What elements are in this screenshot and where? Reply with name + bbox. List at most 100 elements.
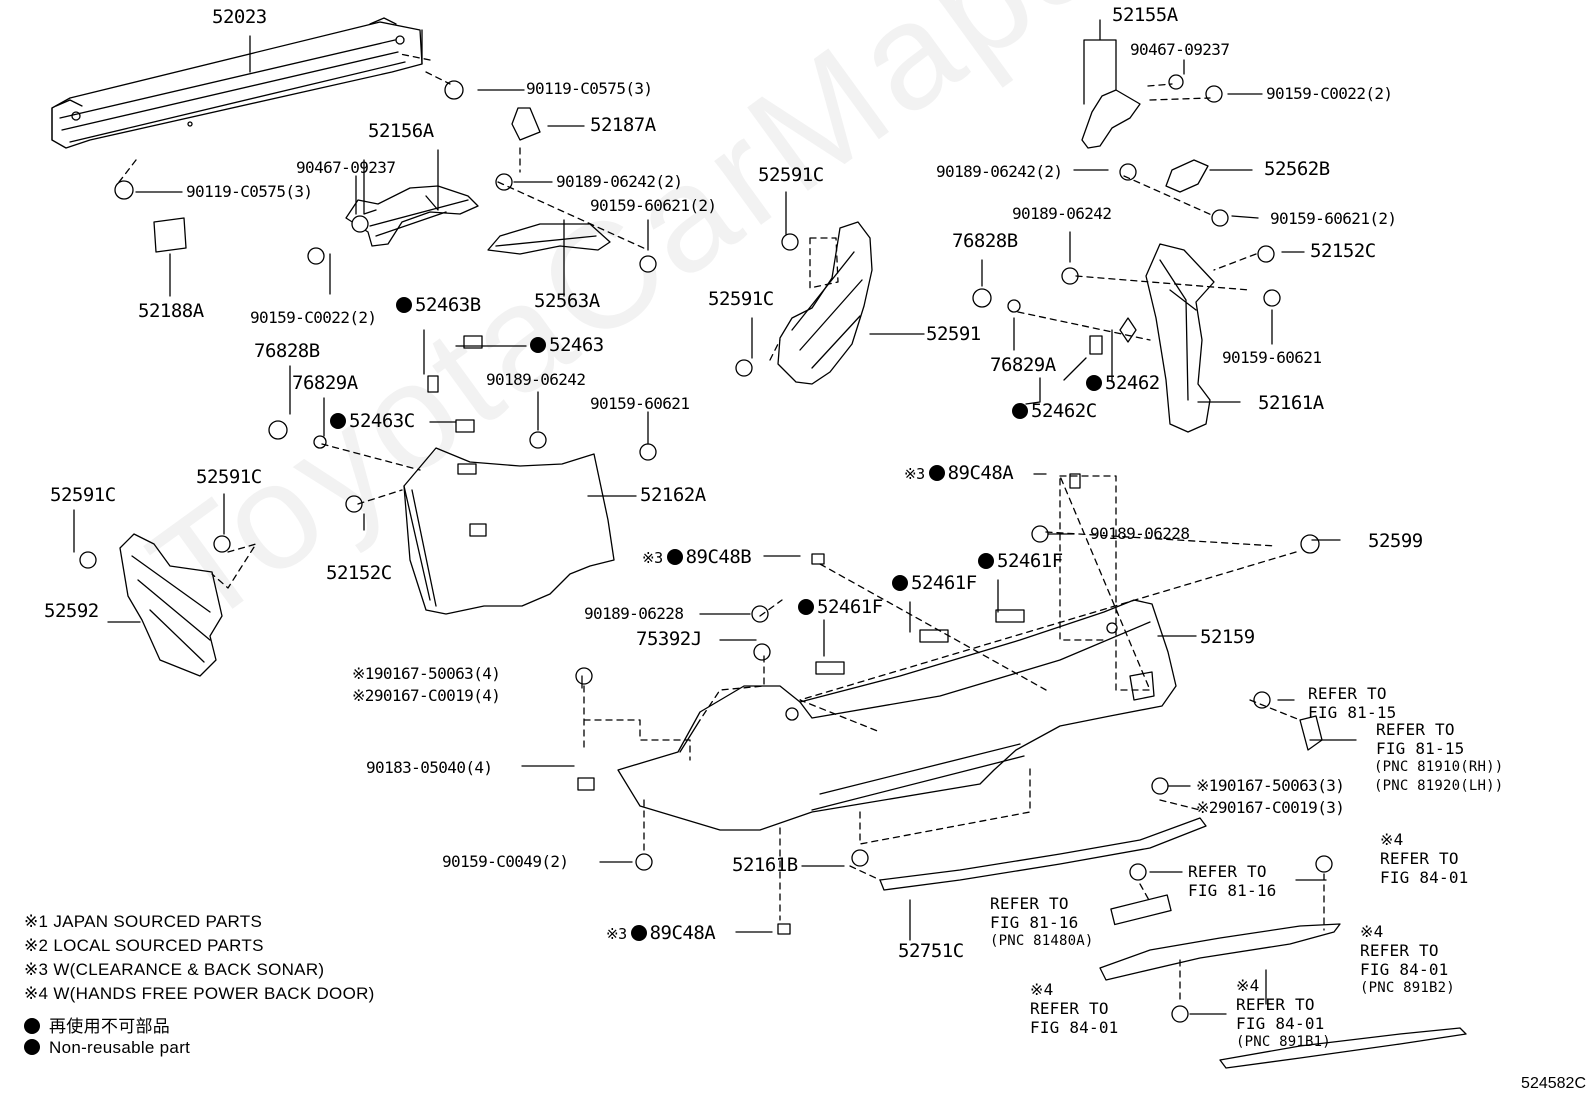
non-reusable-dot bbox=[630, 925, 647, 941]
legend-text: 再使用不可部品 bbox=[49, 1017, 171, 1036]
part-label-52152c-left: 52152C bbox=[326, 562, 392, 584]
part-label-90159-c0022-right: 90159-C0022(2) bbox=[1266, 84, 1393, 103]
note-mark: ※3 bbox=[642, 549, 663, 567]
part-label-90119-c0575-top: 90119-C0575(3) bbox=[526, 79, 653, 98]
ref-line: (PNC 81920(LH)) bbox=[1374, 778, 1504, 794]
side-bracket-52161A bbox=[1145, 243, 1215, 433]
note-mark: ※4 bbox=[1236, 976, 1260, 995]
ref-line: FIG 81-16 bbox=[990, 913, 1079, 932]
part-label-52023: 52023 bbox=[212, 6, 267, 28]
note-mark: ※2 bbox=[1196, 798, 1218, 817]
non-reusable-dot bbox=[530, 337, 546, 353]
part-label-52751c: 52751C bbox=[898, 940, 964, 962]
ref-line: REFER TO bbox=[1236, 995, 1315, 1014]
part-label-52463b: 52463B bbox=[396, 296, 481, 315]
figure-id: 524582C bbox=[1521, 1075, 1586, 1092]
note-mark: ※1 bbox=[352, 664, 374, 683]
part-label-52156a: 52156A bbox=[368, 120, 434, 142]
side-retainer-52592 bbox=[119, 533, 223, 677]
rear-bumper-reinforcement-52023 bbox=[51, 17, 423, 149]
part-label-52591: 52591 bbox=[926, 323, 981, 345]
ref-line: FIG 81-15 bbox=[1308, 703, 1397, 722]
part-number: 90167-C0019(4) bbox=[373, 686, 501, 705]
refer-to-fig-84-01-b: ※4 REFER TO FIG 84-01 (PNC 891B2) bbox=[1360, 922, 1455, 998]
legend-non-reusable-jp: 再使用不可部品 bbox=[24, 1012, 170, 1037]
non-reusable-dot bbox=[978, 553, 994, 569]
part-label-76829a-right: 76829A bbox=[990, 354, 1056, 376]
non-reusable-dot bbox=[1086, 375, 1102, 391]
side-spacer-52162A bbox=[403, 447, 615, 615]
part-number: 52462 bbox=[1105, 372, 1160, 394]
part-label-52161b: 52161B bbox=[732, 854, 798, 876]
part-label-90189-06228-right: 90189-06228 bbox=[1090, 524, 1190, 543]
part-label-90159-60621-mid: 90159-60621 bbox=[590, 394, 690, 413]
part-number: 90167-50063(4) bbox=[373, 664, 501, 683]
part-label-52162a: 52162A bbox=[640, 484, 706, 506]
part-label-52161a: 52161A bbox=[1258, 392, 1324, 414]
part-label-90189-06228-left: 90189-06228 bbox=[584, 604, 684, 623]
refer-to-fig-81-15-b: REFER TO FIG 81-15 (PNC 81910(RH)) (PNC … bbox=[1374, 720, 1504, 796]
refer-to-fig-81-16-b: REFER TO FIG 81-16 (PNC 81480A) bbox=[990, 894, 1094, 951]
part-number: 52461F bbox=[997, 550, 1063, 572]
part-label-52592: 52592 bbox=[44, 600, 99, 622]
ref-line: (PNC 81910(RH)) bbox=[1374, 759, 1504, 775]
part-label-52461f-b: 52461F bbox=[892, 574, 977, 593]
part-label-90189-06242-mid: 90189-06242 bbox=[486, 370, 586, 389]
part-label-76828b-left: 76828B bbox=[254, 340, 320, 362]
part-label-52462: 52462 bbox=[1086, 374, 1160, 393]
part-label-90159-60621-2-left: 90159-60621(2) bbox=[590, 196, 717, 215]
part-number: 52461F bbox=[817, 596, 883, 618]
ref-line: (PNC 891B2) bbox=[1360, 980, 1455, 996]
part-label-52591c-a: 52591C bbox=[50, 484, 116, 506]
part-label-52599: 52599 bbox=[1368, 530, 1423, 552]
ref-line: FIG 81-15 bbox=[1376, 739, 1465, 758]
part-label-52591c-b: 52591C bbox=[196, 466, 262, 488]
side-retainer-52591 bbox=[777, 221, 873, 385]
refer-to-fig-84-01-a: ※4 REFER TO FIG 84-01 bbox=[1380, 830, 1469, 887]
part-label-75392j: 75392J bbox=[636, 628, 702, 650]
part-label-90159-60621-2-right: 90159-60621(2) bbox=[1270, 209, 1397, 228]
legend-text: Non-reusable part bbox=[49, 1038, 191, 1057]
part-label-90467-09237-left: 90467-09237 bbox=[296, 158, 396, 177]
non-reusable-dot bbox=[1012, 403, 1028, 419]
part-label-52562b: 52562B bbox=[1264, 158, 1330, 180]
part-label-52463: 52463 bbox=[530, 336, 604, 355]
legend-local-sourced: ※2 LOCAL SOURCED PARTS bbox=[24, 936, 264, 955]
ref-line: REFER TO bbox=[1308, 684, 1387, 703]
non-reusable-dot bbox=[892, 575, 908, 591]
ref-line: REFER TO bbox=[1380, 849, 1459, 868]
legend-hands-free-back-door: ※4 W(HANDS FREE POWER BACK DOOR) bbox=[24, 984, 375, 1003]
part-label-52591c-d: 52591C bbox=[708, 288, 774, 310]
part-number: 89C48A bbox=[947, 462, 1014, 484]
note-mark: ※2 bbox=[352, 686, 374, 705]
ref-line: (PNC 81480A) bbox=[990, 933, 1094, 949]
part-label-52462c: 52462C bbox=[1012, 402, 1097, 421]
refer-to-fig-84-01-c: ※4 REFER TO FIG 84-01 (PNC 891B1) bbox=[1236, 976, 1331, 1052]
part-label-90159-60621-right: 90159-60621 bbox=[1222, 348, 1322, 367]
refer-to-fig-84-01-d: ※4 REFER TO FIG 84-01 bbox=[1030, 980, 1119, 1037]
part-label-76828b-right: 76828B bbox=[952, 230, 1018, 252]
part-label-52159: 52159 bbox=[1200, 626, 1255, 648]
part-number: 52463 bbox=[549, 334, 604, 356]
note-mark: ※3 bbox=[904, 465, 925, 483]
part-label-52152c-right: 52152C bbox=[1310, 240, 1376, 262]
part-label-90167-50063-4: ※190167-50063(4) bbox=[352, 664, 501, 683]
ref-line: REFER TO bbox=[990, 894, 1069, 913]
part-label-90167-c0019-3: ※290167-C0019(3) bbox=[1196, 798, 1345, 817]
part-label-76829a-left: 76829A bbox=[292, 372, 358, 394]
part-label-90167-c0019-4: ※290167-C0019(4) bbox=[352, 686, 501, 705]
part-number: 52463B bbox=[415, 294, 481, 316]
ref-line: FIG 84-01 bbox=[1030, 1018, 1119, 1037]
non-reusable-dot bbox=[24, 1018, 40, 1034]
part-label-90159-c0049: 90159-C0049(2) bbox=[442, 852, 569, 871]
sensor-bars bbox=[1099, 715, 1467, 1069]
ref-line: FIG 81-16 bbox=[1188, 881, 1277, 900]
ref-line: FIG 84-01 bbox=[1360, 960, 1449, 979]
part-label-90189-06242-2-right: 90189-06242(2) bbox=[936, 162, 1063, 181]
note-mark: ※3 bbox=[606, 925, 627, 943]
ref-line: FIG 84-01 bbox=[1236, 1014, 1325, 1033]
note-mark: ※4 bbox=[1030, 980, 1054, 999]
